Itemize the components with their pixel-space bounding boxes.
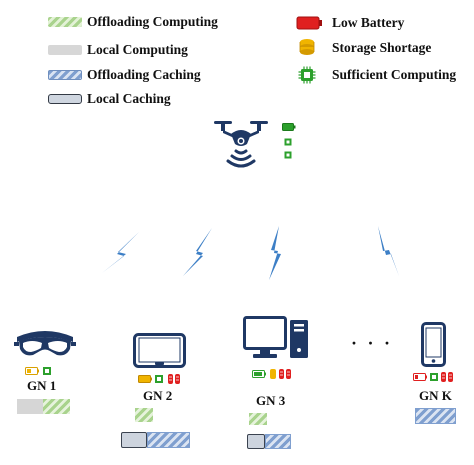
uav-cpu-chip-icon-2 [284, 151, 292, 159]
gn2-status-icons [138, 374, 180, 384]
gn1-status-icons [25, 367, 51, 375]
storage-icon [299, 39, 315, 55]
battery-icon [138, 375, 151, 383]
uav-cpu-chip-icon [284, 138, 292, 146]
gn2-label: GN 2 [143, 388, 173, 403]
gn3-local-caching-bar [247, 434, 265, 449]
storage-icon [441, 372, 446, 382]
link-bolt-gn2 [183, 228, 212, 276]
legend-label-offloading-computing: Offloading Computing [87, 14, 218, 29]
gn3-offloading-computing-bar [249, 413, 267, 425]
gn2-offloading-computing-bar [135, 408, 153, 422]
uav-battery-icon [282, 123, 296, 131]
storage-icon [270, 369, 276, 379]
gnk-status-icons [413, 372, 453, 382]
gnk-offloading-caching-bar [415, 408, 456, 424]
gn1-local-computing-bar [17, 399, 43, 414]
vr-headset-icon [14, 331, 76, 356]
link-bolt-gnk [378, 226, 399, 276]
legend-swatch-offloading-caching [48, 70, 82, 80]
legend-swatch-offloading-computing [48, 17, 82, 27]
legend-swatch-local-computing [48, 45, 82, 55]
gn3-offloading-caching-bar [265, 434, 291, 449]
cpu-chip-icon [279, 369, 284, 379]
low-battery-icon [296, 16, 322, 30]
link-bolt-gn3 [269, 226, 281, 280]
legend-swatch-local-caching [48, 94, 82, 104]
link-bolt-gn1 [102, 232, 139, 273]
gn3-label: GN 3 [256, 393, 286, 408]
gn1-label: GN 1 [27, 378, 57, 393]
more-nodes-ellipsis: · · · [351, 333, 394, 353]
legend-label-local-computing: Local Computing [87, 42, 188, 57]
smartphone-icon [421, 322, 446, 367]
gn3-status-icons [252, 369, 291, 379]
legend-label-low-battery: Low Battery [332, 15, 405, 30]
legend-label-storage-shortage: Storage Shortage [332, 40, 432, 55]
legend-label-sufficient-computing: Sufficient Computing [332, 67, 457, 82]
legend-label-offloading-caching: Offloading Caching [87, 67, 201, 82]
gn2-local-caching-bar [121, 432, 147, 448]
uav-drone-icon [214, 121, 268, 168]
gnk-label: GN K [419, 388, 452, 403]
gn1-offloading-computing-bar [43, 399, 70, 414]
tablet-icon [133, 333, 186, 368]
cpu-chip-icon [298, 66, 316, 84]
gn2-offloading-caching-bar [147, 432, 190, 448]
storage-icon [168, 374, 173, 384]
desktop-computer-icon [243, 316, 308, 358]
legend-label-local-caching: Local Caching [87, 91, 171, 106]
